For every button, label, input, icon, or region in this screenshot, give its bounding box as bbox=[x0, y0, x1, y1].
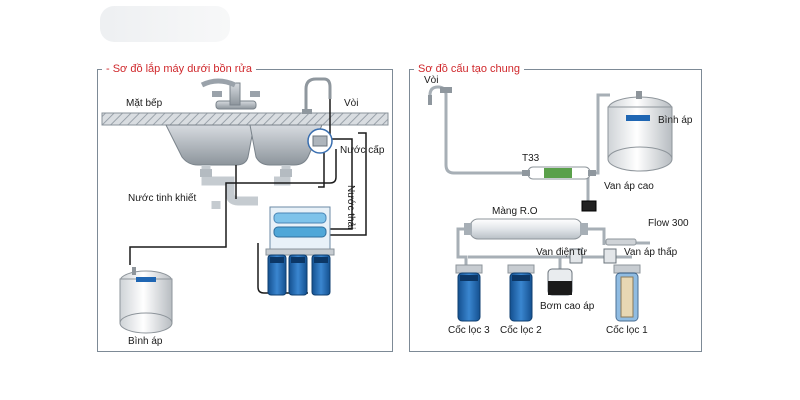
label-van-ap-cao: Van áp cao bbox=[604, 181, 654, 192]
label-t33: T33 bbox=[522, 153, 540, 164]
countertop bbox=[101, 112, 389, 126]
dispensing-faucet bbox=[428, 87, 452, 105]
filter-housing-3 bbox=[455, 264, 483, 322]
ro-faucet bbox=[302, 77, 332, 114]
label-nuoc-tinh-khiet: Nước tinh khiết bbox=[128, 192, 196, 204]
label-nuoc-cap: Nước cấp bbox=[340, 144, 385, 156]
pressure-tank-right bbox=[607, 91, 673, 172]
drain-pipe bbox=[201, 165, 258, 206]
solenoid-valve bbox=[569, 248, 583, 264]
label-mang-ro: Màng R.O bbox=[492, 206, 538, 217]
right-panel-title: Sơ đồ cấu tạo chung bbox=[414, 63, 525, 75]
left-panel-title: - Sơ đồ lắp máy dưới bồn rửa bbox=[102, 63, 256, 75]
ro-membrane-housing bbox=[464, 218, 588, 240]
sink-mixer-faucet bbox=[200, 78, 260, 110]
tank-pipe bbox=[590, 93, 610, 175]
pressure-tank bbox=[119, 267, 173, 334]
under-sink-illustration: Mặt bếp Vòi Nước cấp Nước thải Nước tinh… bbox=[101, 77, 389, 347]
pure-water-line bbox=[129, 149, 337, 265]
label-flow: Flow 300 bbox=[648, 218, 689, 229]
label-van-dien-tu: Van điện từ bbox=[536, 247, 587, 258]
low-pressure-switch bbox=[603, 248, 617, 264]
label-binh-ap: Bình áp bbox=[128, 336, 163, 347]
label-nuoc-thai: Nước thải bbox=[345, 185, 356, 229]
label-bom-cao-ap: Bơm cao áp bbox=[540, 301, 595, 312]
product-line-to-faucet bbox=[324, 99, 353, 230]
label-mat-bep: Mặt bếp bbox=[126, 97, 163, 109]
high-pressure-switch bbox=[581, 200, 597, 212]
t33-filter bbox=[522, 166, 596, 180]
label-binh-ap-right: Bình áp bbox=[658, 115, 693, 126]
label-coc-loc-3: Cốc lọc 3 bbox=[448, 324, 490, 336]
sink-basin-left bbox=[165, 124, 255, 166]
waste-line bbox=[324, 132, 367, 236]
watermark-blur bbox=[100, 6, 230, 42]
ro-machine bbox=[265, 206, 335, 296]
label-van-ap-thap: Van áp thấp bbox=[624, 246, 678, 258]
label-voi: Vòi bbox=[344, 98, 358, 109]
booster-pump bbox=[547, 268, 573, 296]
label-coc-loc-2: Cốc lọc 2 bbox=[500, 324, 542, 336]
flow-restrictor bbox=[605, 238, 637, 246]
filter-housing-2 bbox=[507, 264, 535, 322]
sink-basin-right bbox=[249, 124, 323, 166]
structure-illustration: Vòi Bình áp T33 Van áp cao Màng R.O Flow… bbox=[424, 75, 693, 336]
label-coc-loc-1: Cốc lọc 1 bbox=[606, 324, 648, 336]
faucet-pipe bbox=[428, 85, 528, 175]
filter-housing-1 bbox=[613, 264, 641, 322]
left-panel-title-bar: - Sơ đồ lắp máy dưới bồn rửa bbox=[98, 60, 392, 78]
under-sink-diagram-panel: - Sơ đồ lắp máy dưới bồn rửa bbox=[97, 63, 393, 352]
right-panel-title-bar: Sơ đồ cấu tạo chung bbox=[410, 60, 701, 78]
general-structure-panel: Sơ đồ cấu tạo chung bbox=[409, 63, 702, 352]
label-voi-right: Vòi bbox=[424, 75, 438, 86]
